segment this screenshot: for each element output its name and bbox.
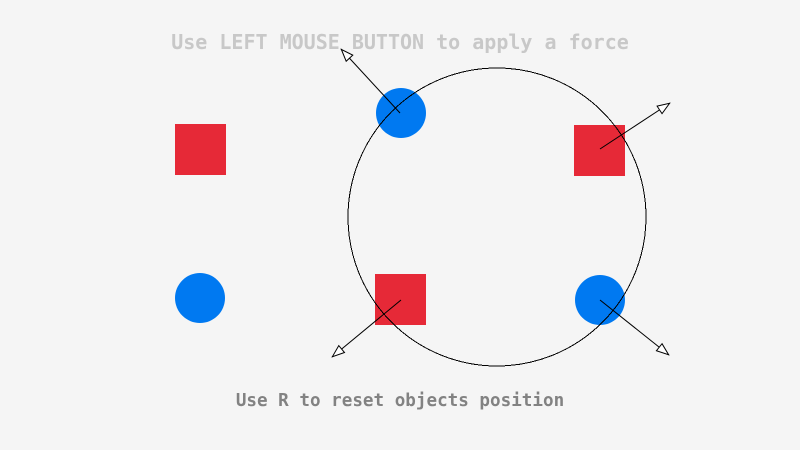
force-arrow-force-circle-top-mid	[340, 48, 401, 114]
instruction-apply-force: Use LEFT MOUSE BUTTON to apply a force	[171, 30, 629, 54]
force-arrow-force-square-top-right	[599, 102, 671, 150]
physics-body-circle-bottom-left[interactable]	[175, 273, 225, 323]
physics-body-square-bottom-mid[interactable]	[375, 274, 426, 325]
physics-body-square-top-right[interactable]	[574, 125, 625, 176]
force-arrow-force-square-bottom-mid	[331, 299, 402, 358]
objects-layer	[175, 88, 625, 325]
physics-body-square-top-left[interactable]	[175, 124, 226, 175]
force-arrow-force-circle-bottom-right	[599, 299, 670, 356]
instruction-reset: Use R to reset objects position	[235, 391, 565, 411]
force-overlay-layer	[331, 48, 671, 367]
boundary-circle	[347, 67, 647, 367]
